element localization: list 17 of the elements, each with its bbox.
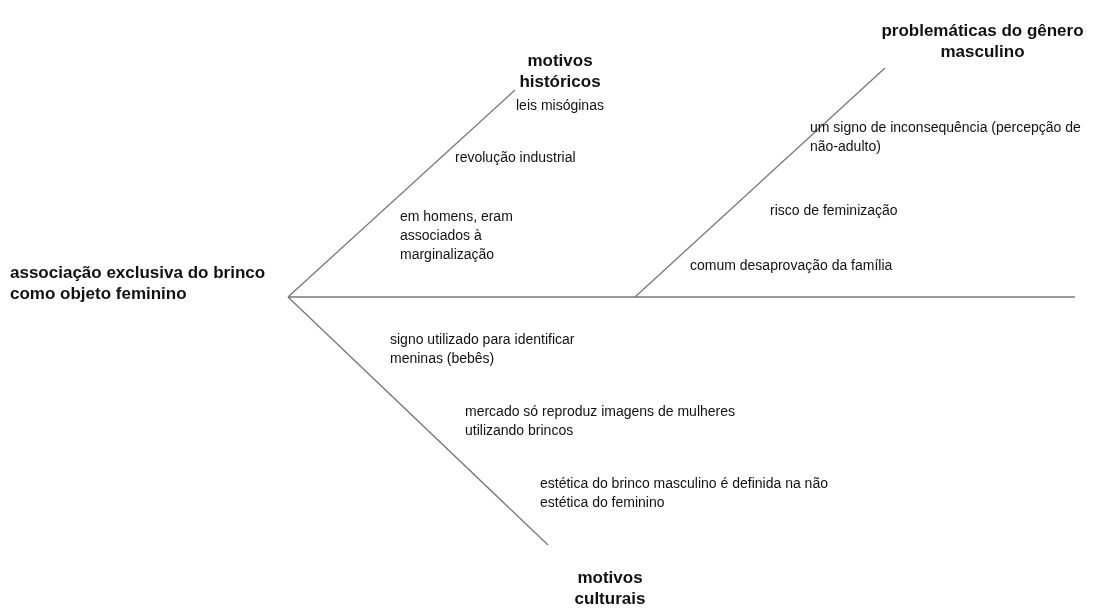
- cause-text: revolução industrial: [455, 148, 577, 167]
- bone-line: [287, 296, 1076, 298]
- category-label: motivos históricos: [490, 50, 630, 92]
- cause-text: em homens, eram associados à marginalização: [400, 207, 514, 264]
- cause-text: risco de feminização: [770, 201, 899, 220]
- branch-line: [287, 89, 516, 298]
- cause-text: mercado só reproduz imagens de mulheres utilizando brincos: [465, 402, 737, 440]
- category-label: problemáticas do gênero masculino: [870, 20, 1095, 62]
- bone-line: [634, 67, 886, 298]
- branch-line: [287, 296, 549, 546]
- cause-text: signo utilizado para identificar meninas (bebês): [390, 330, 576, 368]
- cause-text: leis misóginas: [516, 96, 605, 115]
- effect-label: associação exclusiva do brinco como objeto feminino: [10, 262, 282, 304]
- cause-text: um signo de inconsequência (percepção de não-adulto): [810, 118, 1082, 156]
- cause-text: comum desaprovação da família: [690, 256, 894, 275]
- cause-text: estética do brinco masculino é definida na não estética do feminino: [540, 474, 829, 512]
- category-label: motivos culturais: [540, 567, 680, 609]
